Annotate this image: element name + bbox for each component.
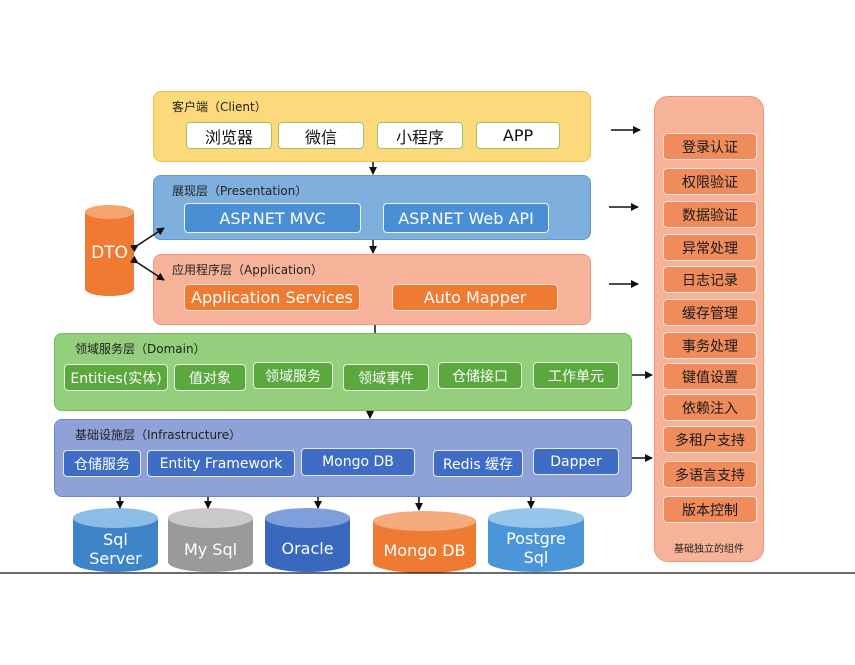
domain-service: 领域服务 [253, 362, 333, 389]
dto-label: DTO [91, 243, 128, 263]
domain-repository-interface: 仓储接口 [438, 362, 522, 389]
db-mongodb-shape [373, 511, 476, 573]
db-mysql-label: My Sql [183, 540, 238, 559]
db-postgresql-label-1: Postgre [506, 529, 566, 548]
application-layer: 应用程序层（Application） Application Services … [153, 254, 591, 325]
presentation-aspnet-mvc: ASP.NET MVC [184, 203, 361, 233]
client-mini-program: 小程序 [377, 122, 463, 149]
client-layer-title: 客户端（Client） [172, 100, 267, 114]
side-item-cache: 缓存管理 [663, 299, 757, 326]
domain-layer: 领域服务层（Domain） Entities(实体) 值对象 领域服务 领域事件… [54, 333, 632, 411]
infra-redis-cache: Redis 缓存 [433, 450, 523, 477]
infrastructure-layer-title: 基础设施层（Infrastructure） [75, 428, 242, 442]
domain-value-object: 值对象 [174, 364, 246, 391]
application-auto-mapper: Auto Mapper [392, 284, 558, 311]
application-layer-title: 应用程序层（Application） [172, 263, 324, 277]
side-panel-caption: 基础独立的组件 [674, 544, 744, 555]
side-item-multi-tenant: 多租户支持 [663, 426, 757, 453]
client-app: APP [476, 122, 560, 149]
side-item-transaction: 事务处理 [663, 332, 757, 359]
side-item-data-validation: 数据验证 [663, 201, 757, 228]
arrow-dto-application [129, 255, 165, 281]
db-postgresql: Postgre Sql [488, 508, 584, 572]
infra-repository-service: 仓储服务 [63, 450, 141, 477]
infra-mongo-db: Mongo DB [301, 448, 415, 476]
db-sql-server-shape [73, 508, 158, 572]
dto-cylinder-shape [85, 205, 134, 296]
db-sql-server-label-2: Server [89, 549, 142, 568]
db-mongodb-label: Mongo DB [383, 541, 466, 560]
presentation-aspnet-webapi: ASP.NET Web API [383, 203, 549, 233]
side-item-login-auth: 登录认证 [663, 133, 757, 160]
application-services: Application Services [184, 284, 360, 311]
infra-dapper: Dapper [533, 448, 619, 475]
db-postgresql-label-2: Sql [523, 548, 549, 567]
side-item-key-value: 键值设置 [663, 363, 757, 390]
db-postgresql-shape [488, 508, 584, 572]
domain-unit-of-work: 工作单元 [533, 362, 619, 389]
side-item-versioning: 版本控制 [663, 496, 757, 523]
client-layer: 客户端（Client） 浏览器 微信 小程序 APP [153, 91, 591, 162]
independent-components-panel: 登录认证 权限验证 数据验证 异常处理 日志记录 缓存管理 事务处理 键值设置 … [654, 96, 764, 562]
db-mysql: My Sql [168, 508, 253, 572]
infrastructure-layer: 基础设施层（Infrastructure） 仓储服务 Entity Framew… [54, 419, 632, 497]
client-browser: 浏览器 [186, 122, 272, 149]
side-item-logging: 日志记录 [663, 266, 757, 293]
db-sql-server-label-1: Sql [103, 530, 128, 549]
domain-entities: Entities(实体) [64, 364, 168, 391]
infra-entity-framework: Entity Framework [147, 450, 295, 477]
domain-layer-title: 领域服务层（Domain） [75, 342, 206, 356]
db-mysql-shape [168, 508, 253, 572]
side-item-multi-language: 多语言支持 [663, 461, 757, 488]
presentation-layer: 展现层（Presentation） ASP.NET MVC ASP.NET We… [153, 175, 591, 240]
side-item-exception: 异常处理 [663, 234, 757, 261]
db-mongodb: Mongo DB [373, 511, 476, 573]
side-item-permission: 权限验证 [663, 168, 757, 195]
side-item-di: 依赖注入 [663, 394, 757, 421]
db-oracle: Oracle [265, 508, 350, 572]
db-oracle-shape [265, 508, 350, 572]
db-oracle-label: Oracle [281, 539, 334, 558]
db-sql-server: Sql Server [73, 508, 158, 572]
presentation-layer-title: 展现层（Presentation） [172, 184, 308, 198]
arrow-dto-presentation [129, 227, 165, 253]
client-wechat: 微信 [278, 122, 364, 149]
dto-cylinder: DTO [85, 205, 134, 296]
domain-event: 领域事件 [343, 364, 429, 391]
